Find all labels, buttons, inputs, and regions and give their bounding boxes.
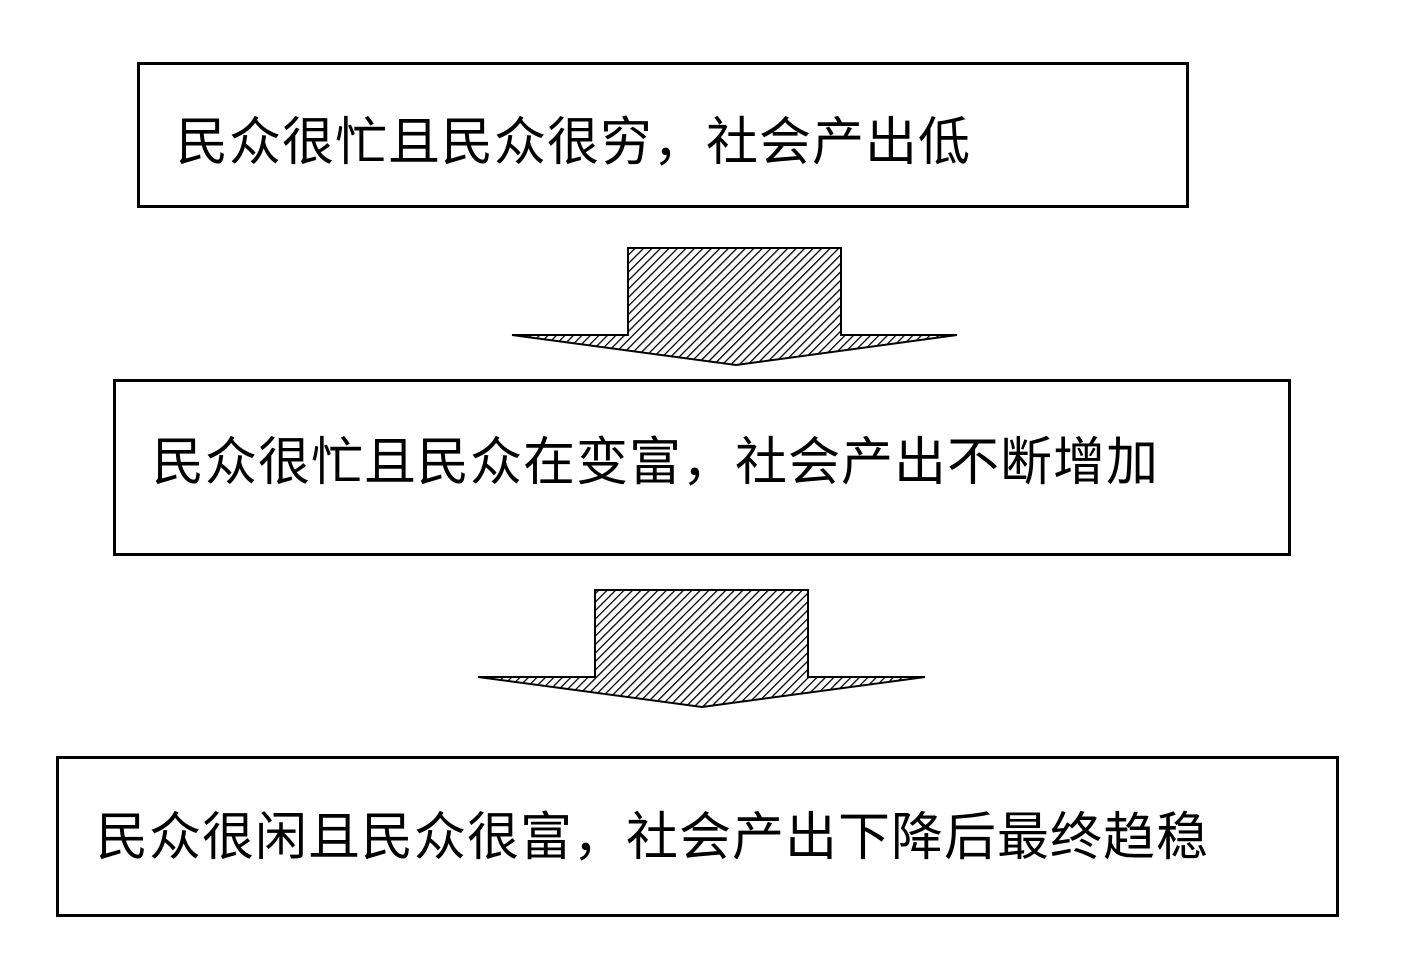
flow-step-2-text: 民众很忙且民众在变富，社会产出不断增加 <box>152 433 1160 493</box>
flow-step-1-text: 民众很忙且民众很穷，社会产出低 <box>176 113 972 173</box>
flow-step-2: 民众很忙且民众在变富，社会产出不断增加 <box>113 379 1291 556</box>
flow-step-3-text: 民众很闲且民众很富，社会产出下降后最终趋稳 <box>96 808 1210 868</box>
flow-step-1: 民众很忙且民众很穷，社会产出低 <box>137 62 1189 208</box>
flow-step-3: 民众很闲且民众很富，社会产出下降后最终趋稳 <box>56 756 1339 917</box>
down-arrow-icon <box>511 247 958 367</box>
down-arrow-icon <box>477 589 926 709</box>
